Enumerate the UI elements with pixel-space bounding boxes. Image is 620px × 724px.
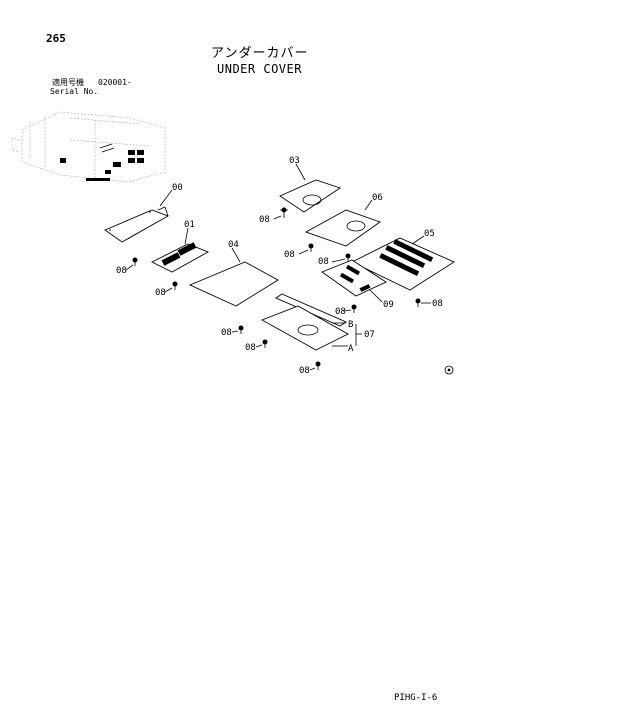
bolt-label-08: 08 <box>259 215 270 225</box>
part-label-04: 04 <box>228 240 239 250</box>
bolt-icon <box>255 339 268 348</box>
part-09-cover <box>321 259 387 303</box>
bolt-icon <box>273 207 288 220</box>
part-label-07: 07 <box>364 330 375 340</box>
copyright-mark-icon <box>444 365 454 375</box>
part-03-cover <box>279 163 342 213</box>
part-05-cover <box>350 235 455 291</box>
bolt-label-08: 08 <box>245 343 256 353</box>
mark-b: B <box>348 320 353 330</box>
part-label-05: 05 <box>424 229 435 239</box>
bolt-icon <box>415 298 431 307</box>
page-number: 265 <box>46 32 66 45</box>
bolt-icon <box>298 243 314 255</box>
part-label-09: 09 <box>383 300 394 310</box>
bolt-label-08: 08 <box>155 288 166 298</box>
bolt-label-08: 08 <box>335 307 346 317</box>
part-label-00: 00 <box>172 183 183 193</box>
mark-a: A <box>348 344 354 354</box>
bolt-label-08: 08 <box>221 328 232 338</box>
bolt-icon <box>125 257 138 271</box>
bolt-icon <box>342 304 357 313</box>
part-label-06: 06 <box>372 193 383 203</box>
serial-label: Serial No. <box>50 87 99 96</box>
bolt-label-08: 08 <box>116 266 127 276</box>
bolt-label-08: 08 <box>432 299 443 309</box>
part-04-cover <box>188 247 279 307</box>
part-06-cover <box>304 199 381 247</box>
part-label-01: 01 <box>184 220 195 230</box>
page-title-japanese: アンダーカバー <box>211 46 309 61</box>
bolt-icon <box>231 325 244 334</box>
bolt-label-08: 08 <box>318 257 329 267</box>
page-title: UNDER COVER <box>217 62 302 76</box>
part-00-cover <box>104 189 173 243</box>
bolt-label-08: 08 <box>299 366 310 376</box>
footer-code: PIHG-I-6 <box>394 693 438 703</box>
machine-overview-sketch <box>11 111 166 183</box>
bolt-label-08: 08 <box>284 250 295 260</box>
serial-label-japanese: 適用号機 <box>52 78 84 87</box>
part-07-cover <box>260 293 362 351</box>
bolt-icon <box>164 281 178 293</box>
bolt-icon <box>331 253 351 263</box>
part-01-cover <box>150 227 210 273</box>
bolt-icon <box>309 361 321 371</box>
part-label-03: 03 <box>289 156 300 166</box>
serial-range: 020001- <box>98 78 132 87</box>
